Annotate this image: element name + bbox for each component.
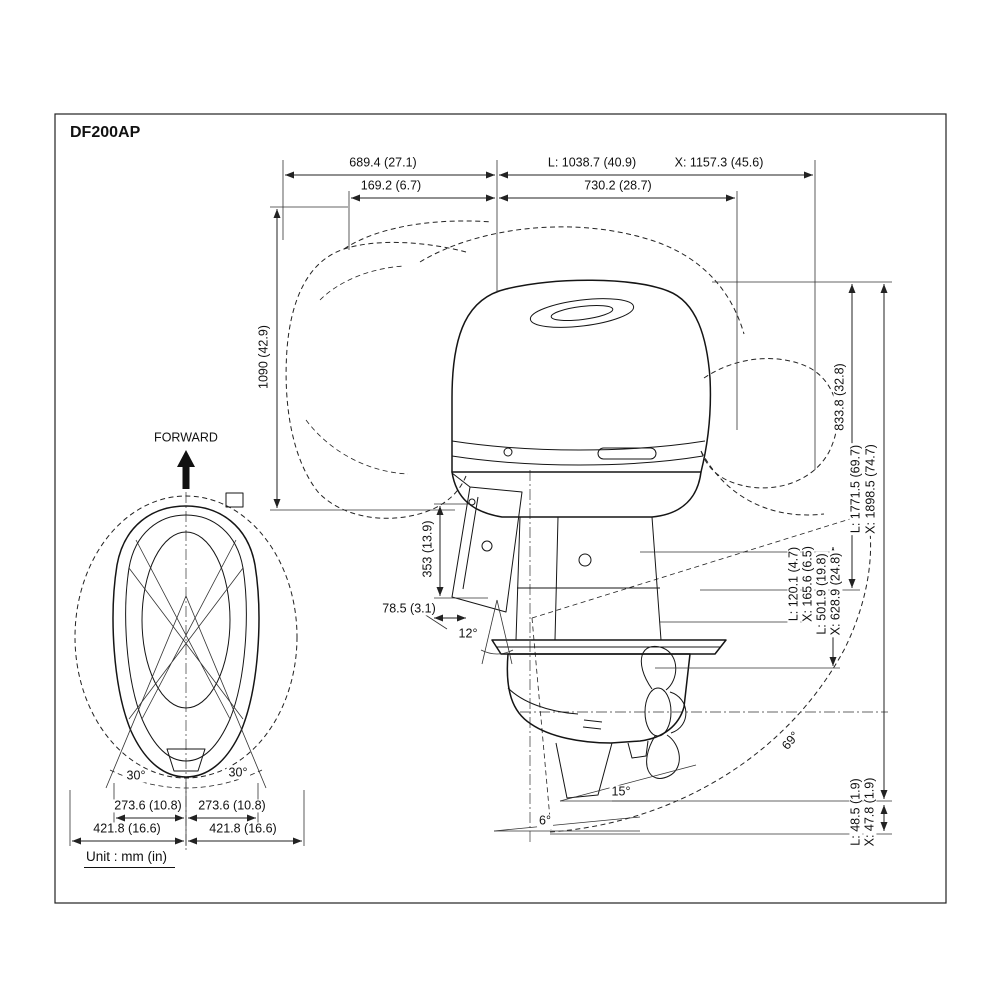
angle-steering-left-label: 30° [124,768,148,783]
dim-top-length-x-label: X: 1157.3 (45.6) [672,155,766,170]
dim-front-swing-width-left-label: 421.8 (16.6) [91,821,163,836]
angle-lines [423,599,697,832]
dim-leg-length-x-label: X: 628.9 (24.8) [828,550,843,638]
dim-transom-height-label: 353 (13.9) [420,518,435,580]
dim-total-height-x-label: X: 1898.5 (74.7) [863,442,878,536]
angle-trim-min-label: 6° [537,813,553,828]
dim-powerhead-height-label: 833.8 (32.8) [832,361,847,433]
drawing-border [54,113,947,904]
forward-label: FORWARD [152,430,220,445]
dim-skeg-clearance-x-label: X: 47.8 (1.9) [862,775,877,849]
dim-cowl-width-label: 730.2 (28.7) [582,178,654,193]
dim-front-half-width-right-label: 273.6 (10.8) [196,798,268,813]
angle-trim-label: 12° [456,626,480,641]
angle-steering-right-label: 30° [226,765,250,780]
centerlines [185,470,888,850]
dim-plate-offset-x-label: X: 165.6 (6.5) [800,544,815,624]
dim-top-width-label: 689.4 (27.1) [347,155,419,170]
forward-arrow-icon [177,450,195,489]
dim-plate-offset-l-label: L: 120.1 (4.7) [786,544,801,624]
side-view-outboard [451,279,727,799]
dim-front-swing-width-right-label: 421.8 (16.6) [207,821,279,836]
dim-bracket-depth-label: 78.5 (3.1) [380,601,438,616]
unit-note: Unit : mm (in) [84,849,175,868]
dim-cowl-offset-label: 169.2 (6.7) [358,178,424,193]
dim-top-length-l-label: L: 1038.7 (40.9) [545,155,639,170]
dim-front-half-width-left-label: 273.6 (10.8) [112,798,184,813]
side-view-tilt-envelopes [285,220,872,833]
dim-total-height-l-label: L: 1771.5 (69.7) [848,442,863,536]
dim-height-overall-label: 1090 (42.9) [256,323,271,391]
dimension-lines [72,171,888,845]
dim-skeg-clearance-l-label: L: 48.5 (1.9) [848,776,863,848]
angle-kick-up-label: 15° [609,784,633,799]
model-title: DF200AP [70,124,141,141]
dim-leg-length-l-label: L: 501.9 (19.8) [814,551,829,637]
